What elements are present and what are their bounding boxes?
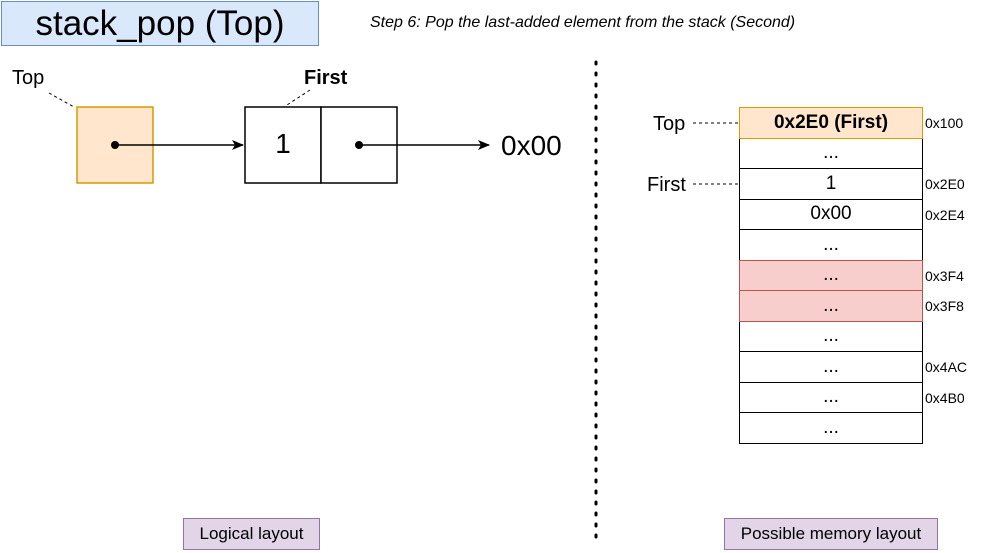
memory-address-label: 0x100 (925, 115, 964, 131)
memory-address-label: 0x4B0 (925, 389, 965, 406)
node-label: First (304, 67, 348, 89)
top-label-leader (48, 92, 75, 108)
memory-cell: ... (739, 351, 923, 383)
memory-top-label: Top (653, 113, 686, 135)
diagram-title: stack_pop (Top) (1, 1, 319, 46)
memory-cell: ... (739, 259, 923, 291)
null-pointer-text: 0x00 (501, 130, 562, 161)
memory-cell: 1 (739, 168, 923, 200)
memory-cell: ... (739, 137, 923, 169)
memory-address-label: 0x3F4 (925, 267, 964, 284)
node-value: 1 (275, 128, 291, 159)
memory-cell: ... (739, 320, 923, 352)
node-value-cell (244, 106, 322, 184)
memory-cell: ... (739, 412, 923, 444)
memory-cell: 0x2E0 (First) (739, 107, 923, 139)
memory-cell: ... (739, 229, 923, 261)
memory-first-label: First (647, 174, 686, 196)
memory-address-label: 0x3F8 (925, 298, 964, 314)
memory-cell: ... (739, 290, 923, 322)
memory-cell: ... (739, 381, 923, 413)
memory-layout-caption: Possible memory layout (724, 518, 938, 550)
memory-address-label: 0x4AC (925, 359, 968, 375)
memory-address-label: 0x2E4 (925, 206, 965, 223)
memory-cell: 0x00 (739, 198, 923, 230)
memory-address-label: 0x2E0 (925, 176, 965, 192)
step-caption: Step 6: Pop the last-added element from … (370, 14, 796, 31)
logical-layout-caption: Logical layout (183, 518, 320, 550)
top-label: Top (12, 67, 45, 89)
node-label-leader (286, 89, 311, 106)
